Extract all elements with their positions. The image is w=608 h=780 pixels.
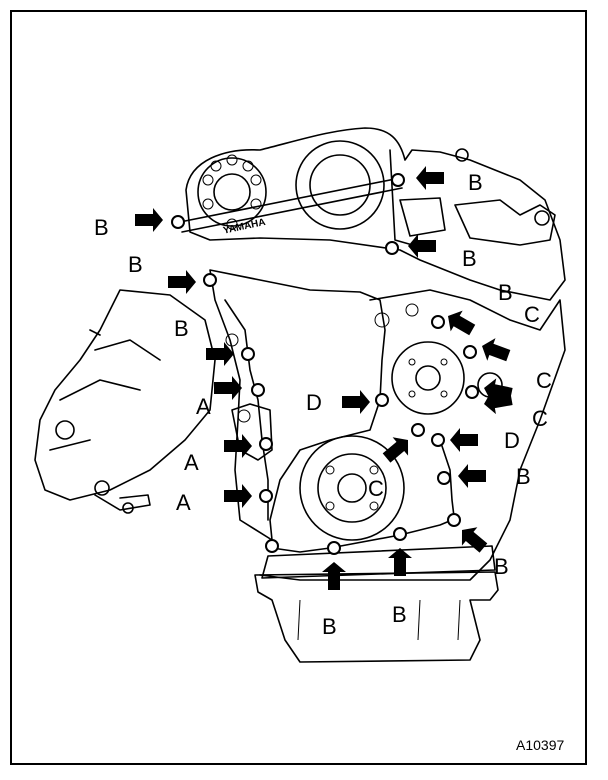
callout-b-top-left: B	[94, 215, 109, 240]
arrow-to-bolt-pulley-upper	[482, 338, 511, 362]
arrow-to-bolt-block-upper	[448, 310, 476, 336]
alternator	[34, 289, 216, 501]
bolt-cover-top-left	[171, 215, 185, 229]
arrow-to-bolt-gasket-left-3	[224, 434, 252, 458]
bolt-crank-upper	[411, 423, 425, 437]
callout-c-crank: C	[368, 476, 384, 501]
arrow-to-bolt-gasket-left-4	[224, 484, 252, 508]
bolt-pulley-left	[375, 393, 389, 407]
callout-c-lower: C	[532, 406, 548, 431]
arrow-to-bolt-pulley-left	[342, 390, 370, 414]
arrow-to-bolt-gasket-left-2	[214, 376, 242, 400]
callouts: B B B B B C B C D A C D A B C A B B B	[94, 170, 552, 639]
callout-b-top-right: B	[468, 170, 483, 195]
cam-pulley-right-hub	[309, 154, 371, 216]
oil-pan-flange	[261, 545, 496, 579]
middle-timing-cover	[209, 269, 386, 541]
callout-b-bottom-left: B	[322, 614, 337, 639]
arrows	[135, 166, 513, 590]
callout-d-right: D	[504, 428, 520, 453]
arrow-to-bolt-cover-lower-right	[408, 234, 436, 258]
callout-c-pulley: C	[536, 368, 552, 393]
callout-a-lower: A	[176, 490, 191, 515]
bolt-pulley-lower	[465, 385, 479, 399]
callout-d-left: D	[306, 390, 322, 415]
bolt-pulley-upper	[463, 345, 477, 359]
bolt-gasket-left-4	[259, 489, 273, 503]
callout-a-middle: A	[184, 450, 199, 475]
arrow-to-bolt-pulley-lower-2	[484, 390, 513, 415]
arrow-to-bolt-middle-cover-top	[168, 270, 196, 294]
bolt-gasket-left-2	[251, 383, 265, 397]
cover-bracket	[179, 177, 401, 223]
idler-pulley-hub	[415, 365, 441, 391]
callout-b-cover-right: B	[462, 246, 477, 271]
crankshaft-pulley-inner	[317, 453, 387, 523]
arrow-to-bolt-gasket-right	[458, 464, 486, 488]
oil-pan	[254, 571, 499, 663]
bolt-gasket-left-3	[259, 437, 273, 451]
crankshaft-pulley-hub	[337, 473, 367, 503]
arrow-to-bolt-cover-top-right	[416, 166, 444, 190]
bolts	[171, 173, 479, 555]
arrow-to-bolt-crank-right	[450, 428, 478, 452]
bolt-gasket-left-1	[241, 347, 255, 361]
arrow-to-bolt-gasket-bottom-mid	[322, 562, 346, 590]
right-bracket	[399, 197, 556, 246]
bolt-gasket-right	[437, 471, 451, 485]
callout-c-upper: C	[524, 302, 540, 327]
callout-b-gasket-left: B	[174, 316, 189, 341]
engine-drawing	[34, 127, 566, 663]
callout-b-block: B	[498, 280, 513, 305]
figure-id: A10397	[516, 737, 564, 753]
bolt-gasket-bottom-mid	[327, 541, 341, 555]
callout-a-upper: A	[196, 394, 211, 419]
cam-pulley-holes	[202, 154, 262, 230]
callout-b-bottom-right: B	[392, 602, 407, 627]
cam-pulley-left-hub	[213, 173, 251, 211]
cylinder-block	[259, 289, 566, 581]
bolt-middle-cover-top	[203, 273, 217, 287]
upper-timing-cover	[185, 127, 566, 301]
callout-b-middle-cover: B	[128, 252, 143, 277]
bolt-crank-right	[431, 433, 445, 447]
arrow-to-bolt-crank-upper	[382, 437, 409, 463]
arrow-to-bolt-gasket-corner	[461, 527, 488, 553]
bolt-gasket-bottom-right	[393, 527, 407, 541]
cam-pulley-left	[197, 157, 267, 227]
bolt-cover-top-right	[391, 173, 405, 187]
bolt-cover-lower-right	[385, 241, 399, 255]
bolt-gasket-corner	[447, 513, 461, 527]
callout-b-gasket-right: B	[516, 464, 531, 489]
crankshaft-pulley	[299, 435, 405, 541]
idler-pulley	[391, 341, 465, 415]
arrow-to-bolt-gasket-bottom-right	[388, 548, 412, 576]
cam-pulley-right	[295, 140, 385, 230]
callout-b-corner: B	[494, 554, 509, 579]
figure-frame	[10, 10, 587, 765]
arrow-to-bolt-cover-top-left	[135, 208, 163, 232]
arrow-to-bolt-gasket-left-1	[206, 342, 234, 366]
bolt-block-upper	[431, 315, 445, 329]
bolt-gasket-bottom-left	[265, 539, 279, 553]
alternator-bracket	[94, 494, 151, 511]
